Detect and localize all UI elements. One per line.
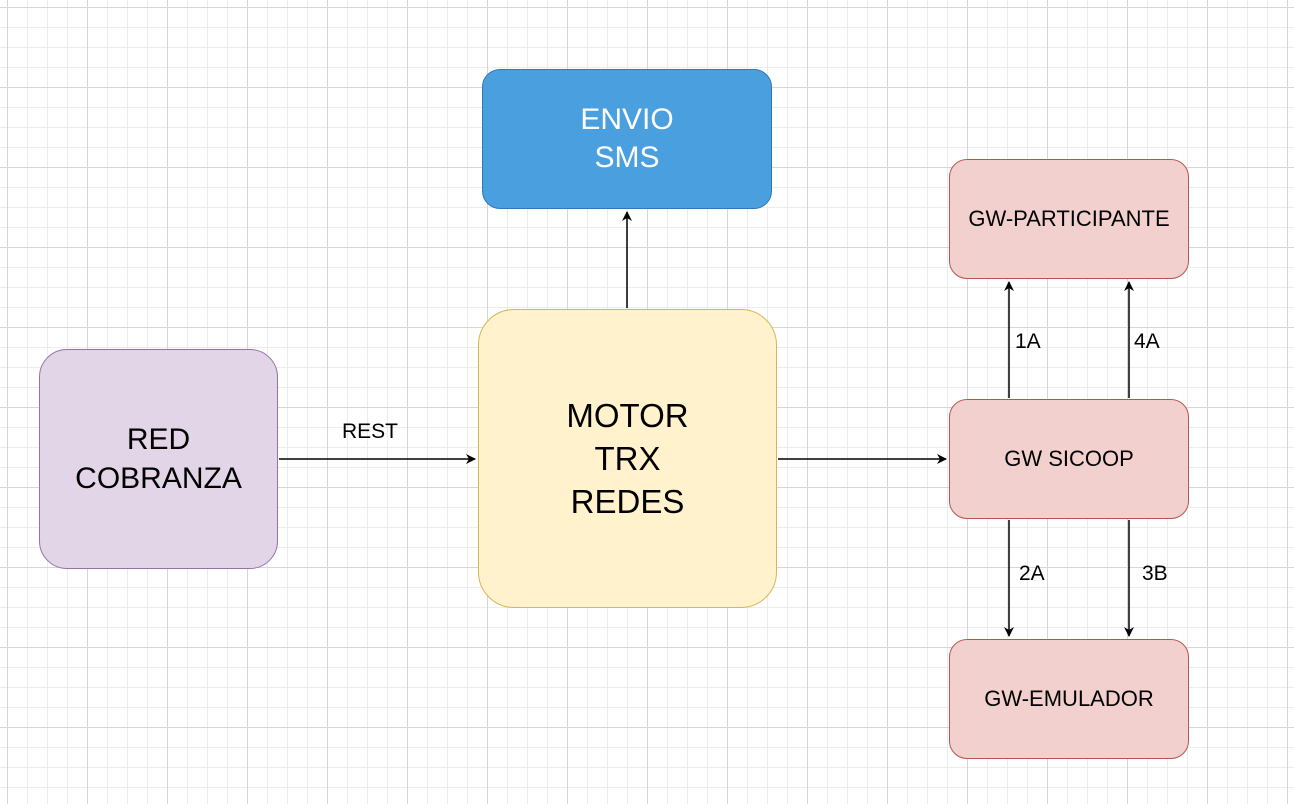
node-gw-participante[interactable]: GW-PARTICIPANTE [949,159,1189,279]
edge-label-2a: 2A [1019,562,1045,585]
node-motor-trx-redes-label: MOTOR TRX REDES [566,397,689,520]
node-envio-sms[interactable]: ENVIO SMS [482,69,772,209]
edge-label-4a: 4A [1134,330,1160,353]
node-red-cobranza-label: RED COBRANZA [75,423,242,495]
node-gw-sicoop[interactable]: GW SICOOP [949,399,1189,519]
node-motor-trx-redes[interactable]: MOTOR TRX REDES [478,309,777,608]
node-gw-emulador[interactable]: GW-EMULADOR [949,639,1189,759]
edge-label-1a: 1A [1015,330,1041,353]
node-gw-participante-label: GW-PARTICIPANTE [968,206,1170,231]
edge-label-rest: REST [342,420,399,443]
node-red-cobranza[interactable]: RED COBRANZA [39,349,278,569]
node-gw-sicoop-label: GW SICOOP [1004,446,1134,471]
node-envio-sms-label: ENVIO SMS [580,103,674,174]
edge-label-3b: 3B [1142,562,1168,585]
node-gw-emulador-label: GW-EMULADOR [984,686,1154,711]
